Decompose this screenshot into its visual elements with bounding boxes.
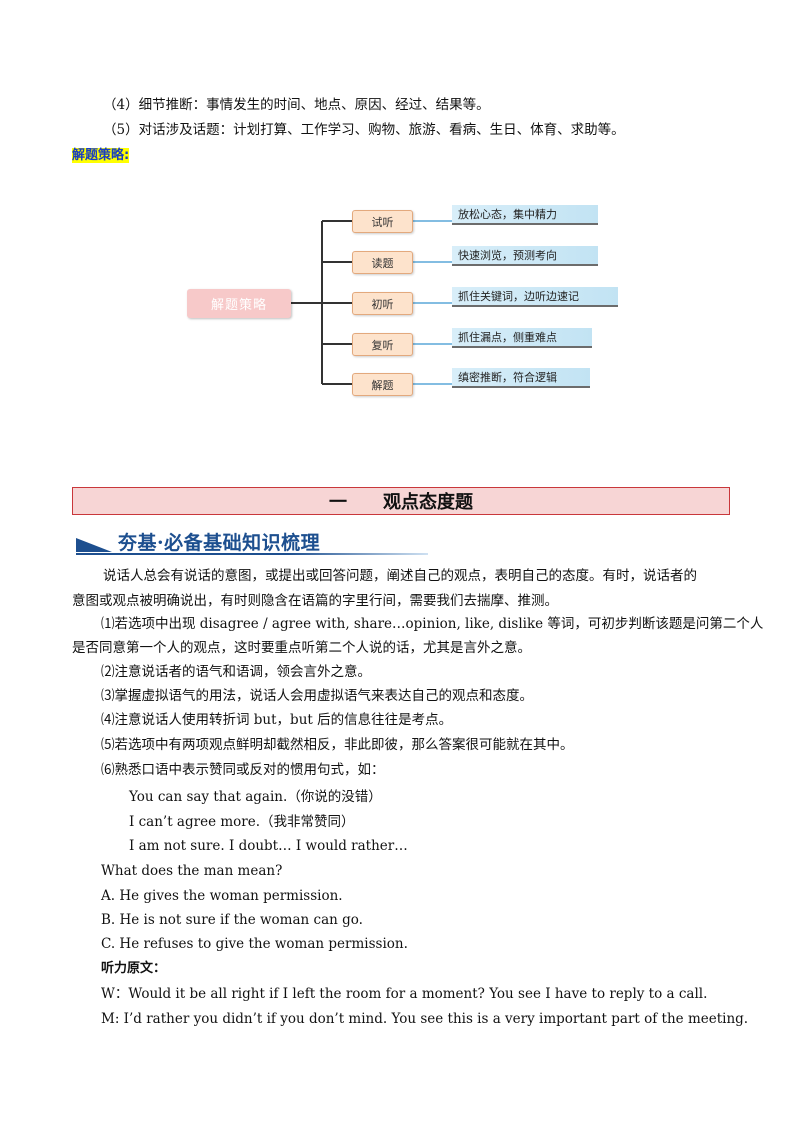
- text-line: （5）对话涉及话题：计划打算、工作学习、购物、旅游、看病、生日、体育、求助等。: [103, 122, 625, 138]
- list-item: ⑴若选项中出现 disagree / agree with, share…opi…: [101, 616, 764, 632]
- mindmap-node: 解题: [352, 373, 413, 396]
- example-line: I can’t agree more.（我非常赞同）: [129, 814, 355, 830]
- subtitle: 夯基·必备基础知识梳理: [118, 532, 321, 554]
- text-line: （4）细节推断：事情发生的时间、地点、原因、经过、结果等。: [103, 97, 490, 113]
- subtitle-decoration: [76, 538, 112, 552]
- mindmap-node: 读题: [352, 251, 413, 274]
- dialogue-line-m: M: I’d rather you didn’t if you don’t mi…: [101, 1011, 749, 1027]
- transcript-label: 听力原文：: [101, 961, 167, 976]
- section-title: 一 观点态度题: [72, 487, 730, 515]
- mindmap-connectors: [291, 220, 452, 385]
- example-line: You can say that again.（你说的没错）: [129, 789, 382, 805]
- subtitle-underline: [76, 553, 428, 555]
- mindmap-node: 试听: [352, 210, 413, 233]
- mindmap-leaf: 放松心态，集中精力: [452, 205, 598, 225]
- mindmap-node: 复听: [352, 333, 413, 356]
- mindmap-leaf: 快速浏览，预测考向: [452, 246, 598, 266]
- list-item: ⑹熟悉口语中表示赞同或反对的惯用句式，如：: [101, 762, 385, 778]
- question-text: What does the man mean?: [101, 863, 283, 879]
- mindmap-leaf: 抓住关键词，边听边速记: [452, 287, 618, 307]
- mindmap-leaf: 缜密推断，符合逻辑: [452, 368, 590, 388]
- strategy-heading: 解题策略:: [72, 148, 130, 163]
- paragraph-line: 意图或观点被明确说出，有时则隐含在语篇的字里行间，需要我们去揣摩、推测。: [72, 593, 558, 609]
- option-c: C. He refuses to give the woman permissi…: [101, 936, 408, 952]
- mindmap-node: 初听: [352, 292, 413, 315]
- mindmap-leaf: 抓住漏点，侧重难点: [452, 328, 592, 348]
- mindmap-center: 解题策略: [187, 289, 291, 318]
- option-a: A. He gives the woman permission.: [101, 888, 343, 904]
- list-item: ⑵注意说话者的语气和语调，领会言外之意。: [101, 664, 371, 680]
- list-item: 是否同意第一个人的观点，这时要重点听第二个人说的话，尤其是言外之意。: [72, 640, 531, 656]
- list-item: ⑷注意说话人使用转折词 but，but 后的信息往往是考点。: [101, 712, 453, 728]
- list-item: ⑶掌握虚拟语气的用法，说话人会用虚拟语气来表达自己的观点和态度。: [101, 688, 533, 704]
- option-b: B. He is not sure if the woman can go.: [101, 912, 363, 928]
- paragraph-line: 说话人总会有说话的意图，或提出或回答问题，阐述自己的观点，表明自己的态度。有时，…: [103, 568, 697, 584]
- example-line: I am not sure. I doubt… I would rather…: [129, 838, 408, 854]
- dialogue-line-w: W：Would it be all right if I left the ro…: [101, 986, 708, 1002]
- list-item: ⑸若选项中有两项观点鲜明却截然相反，非此即彼，那么答案很可能就在其中。: [101, 737, 574, 753]
